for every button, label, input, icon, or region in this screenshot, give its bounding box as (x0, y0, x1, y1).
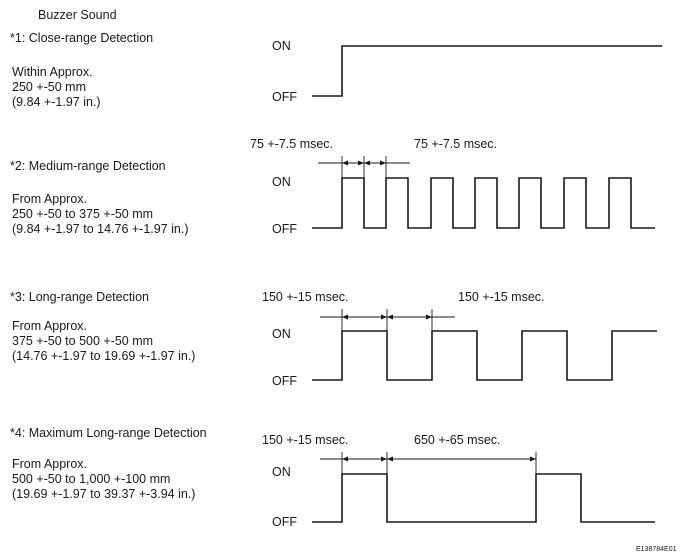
mode-1-off-label: OFF (272, 90, 297, 104)
mode-2-timing-dimension (318, 156, 410, 178)
mode-4-label: *4: Maximum Long-range Detection (10, 426, 207, 440)
mode-4-timing-label-2: 650 +-65 msec. (414, 433, 501, 447)
mode-3-timing-label-2: 150 +-15 msec. (458, 290, 545, 304)
diagram-title: Buzzer Sound (38, 8, 117, 22)
mode-2-range-line-3: (9.84 +-1.97 to 14.76 +-1.97 in.) (12, 222, 189, 236)
mode-3-timing-label-1: 150 +-15 msec. (262, 290, 349, 304)
mode-1-range-line-2: 250 +-50 mm (12, 80, 86, 94)
mode-3-label: *3: Long-range Detection (10, 290, 149, 304)
mode-3-waveform (312, 330, 657, 381)
mode-2-timing-label-1: 75 +-7.5 msec. (250, 137, 334, 151)
mode-1-on-label: ON (272, 39, 291, 53)
mode-4-timing-label-1: 150 +-15 msec. (262, 433, 349, 447)
mode-1-range-line-1: Within Approx. (12, 65, 93, 79)
mode-2-timing-label-2: 75 +-7.5 msec. (414, 137, 498, 151)
mode-2-range-line-2: 250 +-50 to 375 +-50 mm (12, 207, 154, 221)
mode-4-range-line-1: From Approx. (12, 457, 88, 471)
mode-1-waveform (312, 45, 662, 97)
mode-2-waveform (312, 177, 655, 229)
mode-4-timing-dimension (320, 452, 537, 474)
mode-2-label: *2: Medium-range Detection (10, 159, 166, 173)
mode-3-timing-dimension (320, 309, 455, 331)
mode-4-range-line-2: 500 +-50 to 1,000 +-100 mm (12, 472, 171, 486)
figure-code: E138784E01 (636, 546, 677, 553)
mode-4-waveform (312, 473, 655, 523)
mode-4-off-label: OFF (272, 515, 297, 529)
mode-3-range-line-2: 375 +-50 to 500 +-50 mm (12, 334, 154, 348)
mode-3-on-label: ON (272, 327, 291, 341)
mode-1-label: *1: Close-range Detection (10, 31, 154, 45)
mode-2-range-line-1: From Approx. (12, 192, 88, 206)
mode-4-on-label: ON (272, 465, 291, 479)
mode-3-off-label: OFF (272, 374, 297, 388)
mode-3-range-line-1: From Approx. (12, 319, 88, 333)
mode-4-range-line-3: (19.69 +-1.97 to 39.37 +-3.94 in.) (12, 487, 196, 501)
mode-1-range-line-3: (9.84 +-1.97 in.) (12, 95, 101, 109)
mode-3-range-line-3: (14.76 +-1.97 to 19.69 +-1.97 in.) (12, 349, 196, 363)
mode-2-off-label: OFF (272, 222, 297, 236)
mode-2-on-label: ON (272, 175, 291, 189)
